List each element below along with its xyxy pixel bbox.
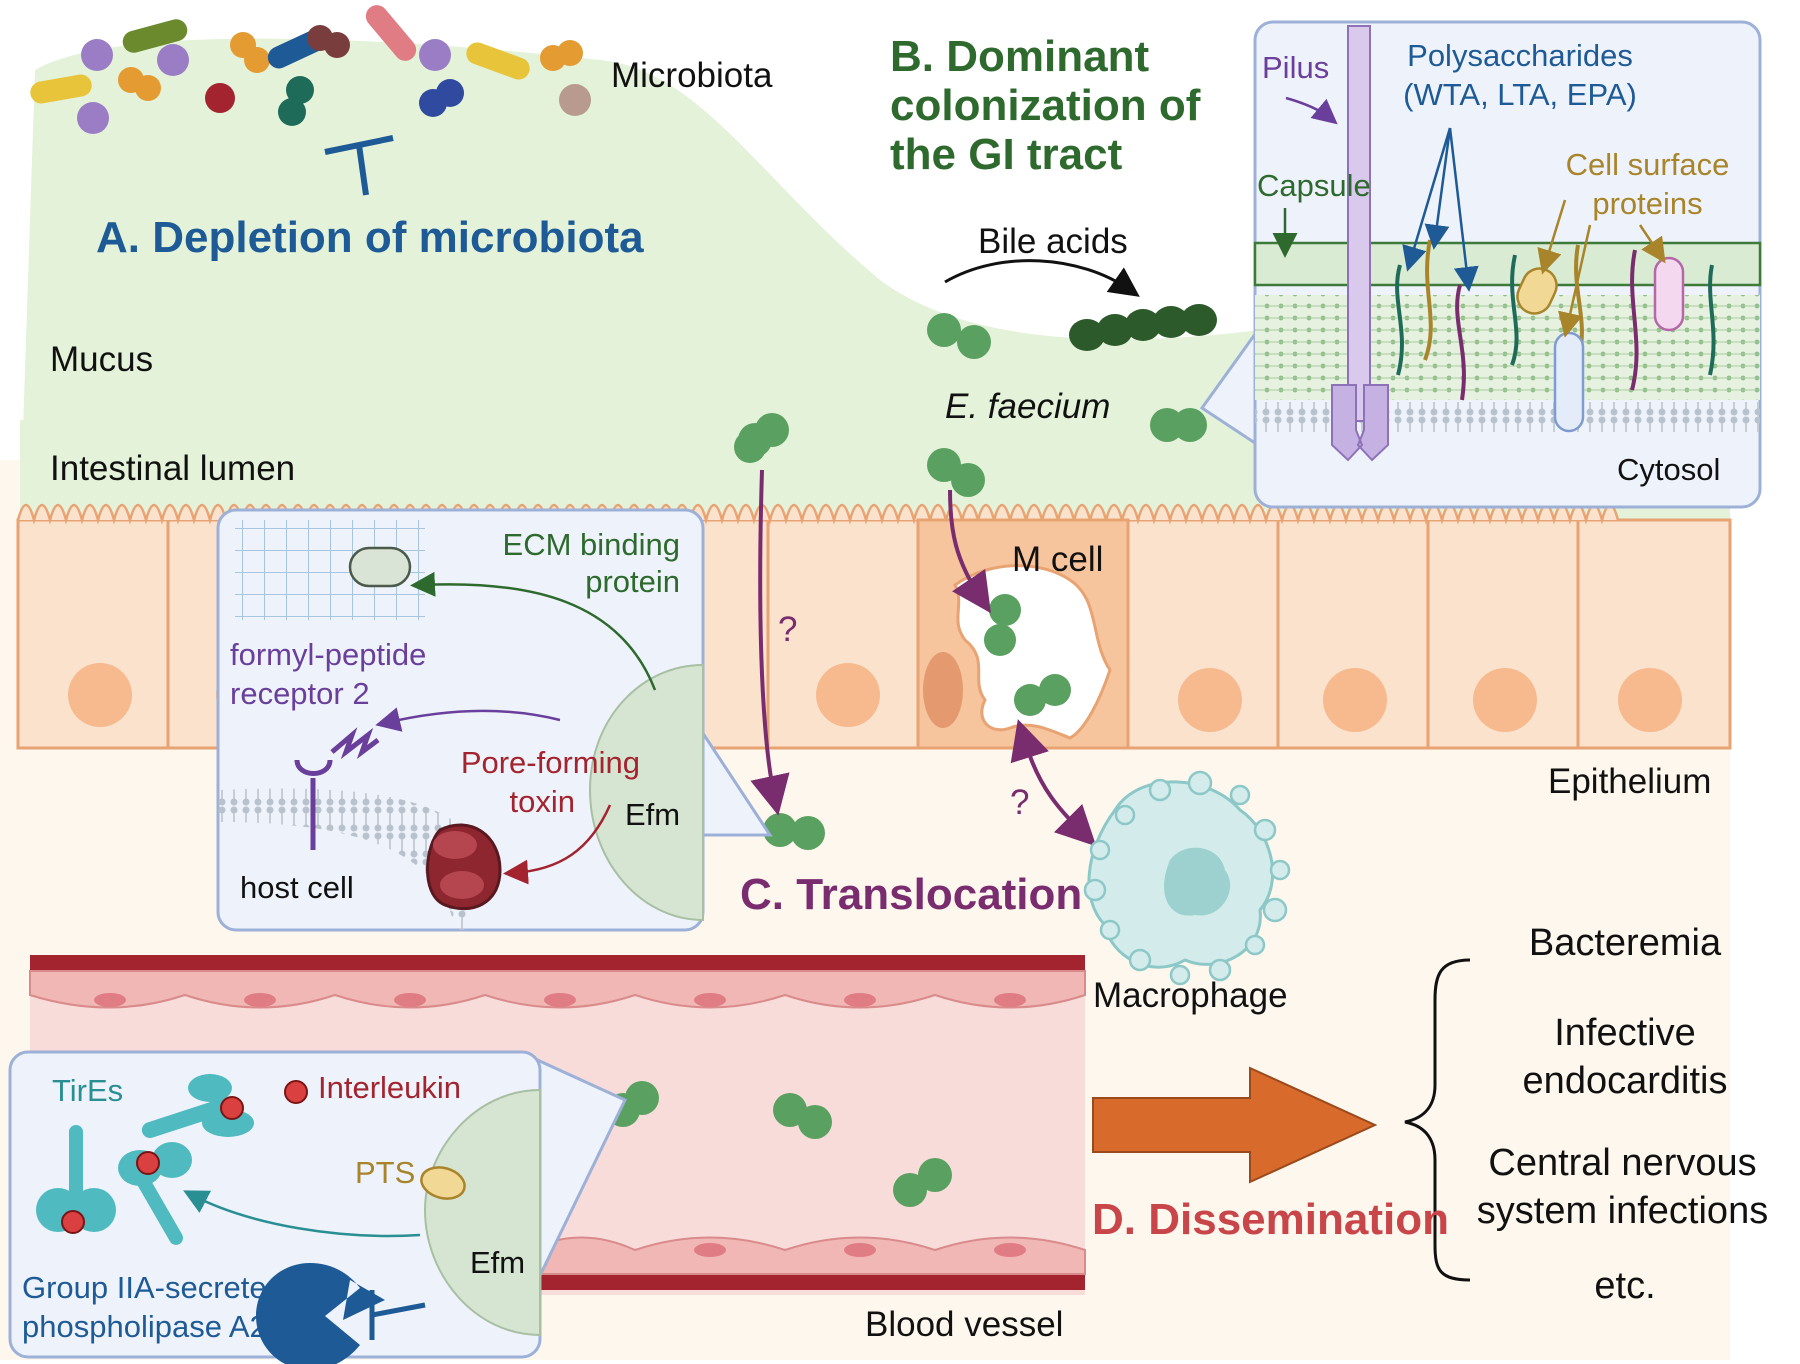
macrophage-exchange-arrow: [1010, 719, 1097, 847]
cell-membrane: [1255, 402, 1760, 432]
epithelium-label: Epithelium: [1548, 762, 1712, 801]
translocation-arrow-1: [750, 469, 790, 816]
bile-acids-arrow: [944, 259, 1140, 297]
cytosol-label: Cytosol: [1617, 452, 1721, 487]
surface-protein-2: [1553, 331, 1585, 433]
surface-protein-3: [1653, 256, 1685, 332]
colonization-heading-line3: the GI tract: [890, 130, 1123, 179]
fpr2-label-line1: formyl-peptide: [230, 637, 427, 672]
ecm-binding-protein-line2: protein: [585, 564, 680, 599]
intestinal-lumen-label: Intestinal lumen: [50, 449, 296, 488]
dissemination-arrow: [1092, 1066, 1378, 1184]
question-mark-2: ?: [1010, 783, 1030, 822]
tires-label: TirEs: [52, 1073, 124, 1108]
pla2-label-line1: Group IIA-secreted: [22, 1270, 284, 1305]
outcome-endocarditis-line2: endocarditis: [1522, 1060, 1728, 1102]
tires-protein-1: [141, 1074, 254, 1139]
cell-surface-proteins-line1: Cell surface: [1565, 147, 1730, 182]
cell-surface-proteins-line2: proteins: [1592, 186, 1703, 221]
host-membrane: [218, 788, 470, 930]
immune-panel: [8, 1050, 628, 1364]
outcomes-brace: [1404, 958, 1471, 1282]
m-cell-label: M cell: [1012, 540, 1104, 579]
pore-toxin-label-line2: toxin: [509, 784, 575, 819]
efm-label-host: Efm: [625, 797, 681, 832]
pts-protein: [420, 1166, 466, 1200]
colonization-heading-line1: B. Dominant: [890, 32, 1150, 81]
blood-vessel-label: Blood vessel: [865, 1305, 1064, 1344]
outcome-etc: etc.: [1594, 1265, 1656, 1307]
translocation-arrow-2: [948, 489, 991, 614]
outcome-bacteremia: Bacteremia: [1528, 922, 1722, 964]
pla2-enzyme: [256, 1263, 385, 1364]
interleukin-dot: [284, 1080, 308, 1104]
outcome-endocarditis-line1: Infective: [1554, 1012, 1696, 1054]
pts-label: PTS: [355, 1155, 416, 1190]
mucus-label: Mucus: [50, 340, 154, 379]
polysaccharides-label-line2: (WTA, LTA, EPA): [1403, 77, 1637, 112]
pla2-label-line2: phospholipase A2: [22, 1309, 267, 1344]
microbiota-label: Microbiota: [611, 56, 773, 95]
question-mark-1: ?: [778, 610, 798, 649]
efaecium-chain: [1069, 304, 1217, 351]
macrophage-label: Macrophage: [1093, 976, 1288, 1015]
host-panel: [216, 508, 773, 932]
inhibition-symbol: [324, 135, 394, 196]
efaecium-label: E. faecium: [945, 387, 1111, 426]
outcome-cns-line2: system infections: [1476, 1190, 1769, 1232]
pore-toxin: [426, 823, 502, 911]
depletion-heading: A. Depletion of microbiota: [96, 213, 644, 262]
ecm-binding-protein: [348, 546, 412, 588]
interleukin-label: Interleukin: [318, 1070, 462, 1105]
fpr2-receptor: [294, 759, 333, 850]
efm-label-immune: Efm: [470, 1245, 526, 1280]
translocation-heading: C. Translocation: [740, 870, 1083, 919]
efm-bacterium-immune: [423, 1088, 541, 1337]
host-cell-label: host cell: [240, 870, 354, 905]
ecm-binding-protein-line1: ECM binding: [502, 527, 680, 562]
colonization-heading-line2: colonization of: [890, 81, 1201, 130]
pore-toxin-label-line1: Pore-forming: [460, 745, 640, 780]
pilus-shaft: [1347, 25, 1371, 422]
microbiota-cluster: [30, 5, 591, 134]
macrophage: [1083, 770, 1291, 986]
fpr2-label-line2: receptor 2: [230, 676, 370, 711]
outcome-cns-line1: Central nervous: [1488, 1142, 1757, 1184]
polysaccharides-label-line1: Polysaccharides: [1407, 38, 1633, 73]
surface-panel: [1199, 20, 1762, 509]
pilus-base: [1331, 384, 1389, 462]
pilus-label: Pilus: [1262, 50, 1330, 85]
formyl-peptide-bolt: [330, 727, 380, 760]
capsule-label: Capsule: [1257, 168, 1371, 203]
bile-acids-label: Bile acids: [978, 222, 1128, 261]
pla2-inhibition: [369, 1290, 426, 1340]
efm-bacterium-host: [588, 663, 704, 922]
dissemination-heading: D. Dissemination: [1092, 1195, 1449, 1244]
